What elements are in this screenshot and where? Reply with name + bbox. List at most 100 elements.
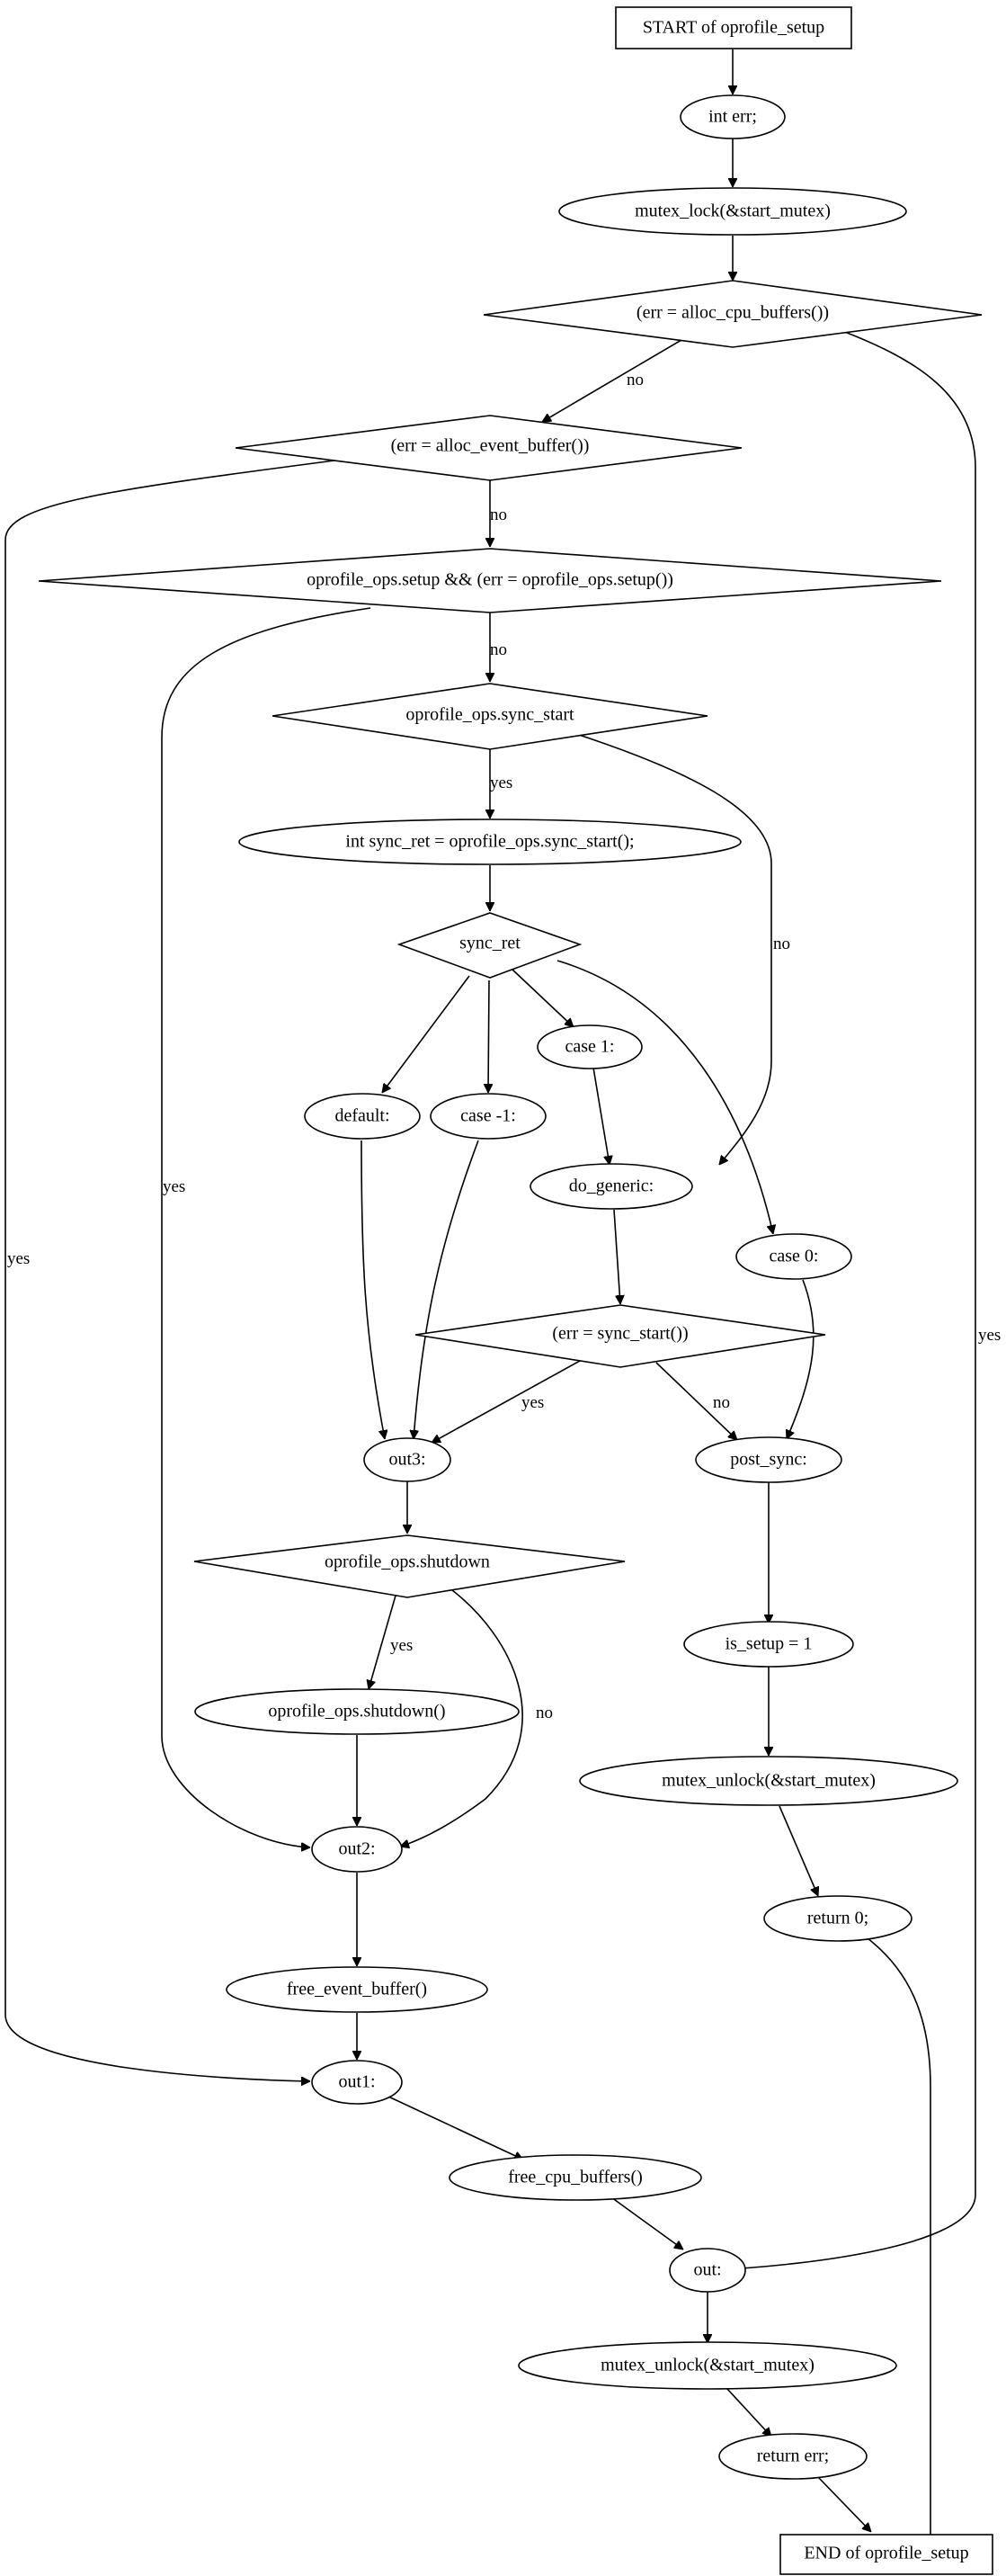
edge-sync-ret-to-default	[382, 975, 470, 1093]
edge-err-sync-start-to-post-sync	[655, 1362, 737, 1440]
edge-label-yes: yes	[7, 1249, 30, 1268]
node-free-cpu-label: free_cpu_buffers()	[508, 2168, 643, 2187]
node-shutdown-call: oprofile_ops.shutdown()	[194, 1688, 520, 1735]
node-out-label: out:	[693, 2260, 721, 2280]
node-sync-ret: sync_ret	[396, 912, 583, 979]
node-return-err-label: return err;	[757, 2446, 830, 2466]
node-out2: out2:	[311, 1826, 403, 1873]
node-end-label: END of oprofile_setup	[804, 2544, 968, 2563]
nodes: START of oprofile_setup int err; mutex_l…	[38, 6, 993, 2575]
node-case-1-label: case 1:	[565, 1037, 615, 1057]
node-err-sync-start: (err = sync_start())	[414, 1304, 826, 1368]
node-mutex-unlock-2: mutex_unlock(&start_mutex)	[518, 2341, 897, 2390]
node-case-neg1: case -1:	[430, 1093, 547, 1140]
node-case-0: case 0:	[735, 1233, 852, 1280]
node-do-generic-label: do_generic:	[569, 1176, 654, 1196]
edge-label-no: no	[490, 640, 507, 659]
edge-alloc-event-to-out1	[4, 460, 335, 2081]
node-shutdown-cond-label: oprofile_ops.shutdown	[325, 1552, 490, 1572]
node-out3-label: out3:	[388, 1450, 425, 1470]
edge-err-sync-start-to-out3	[432, 1360, 581, 1444]
node-alloc-event-label: (err = alloc_event_buffer())	[391, 436, 590, 456]
edge-do-generic-to-err-sync-start	[613, 1209, 620, 1304]
node-start: START of oprofile_setup	[615, 6, 852, 49]
edge-label-no: no	[713, 1393, 730, 1412]
node-mutex-lock-label: mutex_lock(&start_mutex)	[635, 201, 831, 221]
edge-case-neg1-to-out3	[414, 1140, 479, 1439]
node-out3: out3:	[363, 1437, 451, 1482]
node-post-sync: post_sync:	[695, 1436, 842, 1483]
node-free-cpu: free_cpu_buffers()	[449, 2154, 702, 2201]
node-mutex-unlock-1: mutex_unlock(&start_mutex)	[579, 1756, 958, 1806]
node-start-label: START of oprofile_setup	[643, 18, 824, 38]
edge-alloc-cpu-to-out	[710, 330, 976, 2270]
edge-sync-ret-to-case-1	[512, 969, 574, 1027]
node-is-setup: is_setup = 1	[683, 1621, 854, 1668]
node-int-err-label: int err;	[708, 107, 757, 127]
edge-label-yes: yes	[521, 1393, 544, 1412]
edge-mutex-unlock-1-to-return-0	[779, 1805, 818, 1896]
node-alloc-event: (err = alloc_event_buffer())	[235, 415, 743, 481]
node-mutex-unlock-1-label: mutex_unlock(&start_mutex)	[662, 1771, 876, 1791]
edge-case-1-to-do-generic	[592, 1067, 610, 1165]
node-ops-setup-label: oprofile_ops.setup && (err = oprofile_op…	[307, 570, 673, 590]
edge-label-no: no	[536, 1704, 553, 1722]
node-case-neg1-label: case -1:	[460, 1106, 516, 1126]
edge-label-no: no	[490, 505, 507, 524]
node-out1: out1:	[311, 2060, 403, 2105]
node-do-generic: do_generic:	[530, 1163, 693, 1210]
node-out: out:	[669, 2248, 746, 2293]
node-mutex-lock: mutex_lock(&start_mutex)	[558, 187, 907, 236]
edge-default-to-out3	[361, 1140, 385, 1439]
node-free-event: free_event_buffer()	[226, 1966, 488, 2013]
edge-shutdown-cond-to-shutdown-call	[369, 1595, 396, 1689]
edge-mutex-unlock-2-to-return-err	[726, 2388, 771, 2437]
edge-sync-ret-to-case-0	[556, 960, 773, 1234]
node-case-1: case 1:	[537, 1024, 643, 1069]
edge-free-cpu-to-out	[610, 2196, 683, 2250]
node-shutdown-cond: oprofile_ops.shutdown	[193, 1534, 626, 1598]
node-return-0-label: return 0;	[807, 1909, 868, 1928]
node-out1-label: out1:	[338, 2072, 375, 2092]
edge-return-0-to-end	[867, 1937, 930, 2554]
node-sync-start-cond-label: oprofile_ops.sync_start	[405, 705, 574, 725]
node-default: default:	[304, 1093, 421, 1140]
edge-labels: no yes no yes no yes yes no yes no yes n…	[7, 371, 1001, 1722]
edge-label-yes: yes	[163, 1177, 185, 1196]
node-mutex-unlock-2-label: mutex_unlock(&start_mutex)	[601, 2356, 815, 2375]
node-sync-start-cond: oprofile_ops.sync_start	[272, 683, 708, 750]
node-return-err: return err;	[718, 2433, 868, 2480]
edge-sync-ret-to-case-neg1	[488, 979, 489, 1093]
node-sync-ret-decl: int sync_ret = oprofile_ops.sync_start()…	[238, 818, 742, 865]
edge-return-err-to-end	[817, 2476, 871, 2532]
node-case-0-label: case 0:	[770, 1247, 819, 1266]
node-is-setup-label: is_setup = 1	[726, 1634, 813, 1654]
node-free-event-label: free_event_buffer()	[287, 1980, 427, 1999]
edge-ops-setup-to-out2	[161, 607, 371, 1847]
node-post-sync-label: post_sync:	[730, 1450, 807, 1470]
node-return-0: return 0;	[763, 1895, 913, 1942]
node-err-sync-start-label: (err = sync_start())	[552, 1324, 688, 1344]
node-sync-ret-decl-label: int sync_ret = oprofile_ops.sync_start()…	[345, 832, 634, 852]
edge-sync-start-cond-to-do-generic	[573, 732, 772, 1165]
edge-alloc-cpu-to-alloc-event	[542, 339, 682, 423]
node-out2-label: out2:	[338, 1839, 375, 1859]
node-default-label: default:	[334, 1106, 389, 1126]
edge-label-yes: yes	[390, 1636, 413, 1655]
edge-label-yes: yes	[978, 1326, 1001, 1345]
edge-label-no: no	[627, 371, 644, 389]
node-int-err: int err;	[680, 94, 786, 139]
node-ops-setup: oprofile_ops.setup && (err = oprofile_op…	[38, 548, 942, 613]
edge-label-yes: yes	[490, 774, 512, 792]
node-shutdown-call-label: oprofile_ops.shutdown()	[268, 1702, 445, 1722]
edge-case-0-to-post-sync	[787, 1279, 815, 1439]
edge-label-no: no	[773, 935, 790, 953]
node-end: END of oprofile_setup	[779, 2534, 993, 2575]
node-alloc-cpu-label: (err = alloc_cpu_buffers())	[637, 303, 829, 323]
edge-shutdown-cond-to-out2	[400, 1589, 523, 1847]
node-alloc-cpu: (err = alloc_cpu_buffers())	[483, 280, 983, 348]
edge-out1-to-free-cpu	[386, 2095, 523, 2160]
edges	[4, 49, 976, 2554]
node-sync-ret-label: sync_ret	[459, 934, 521, 953]
